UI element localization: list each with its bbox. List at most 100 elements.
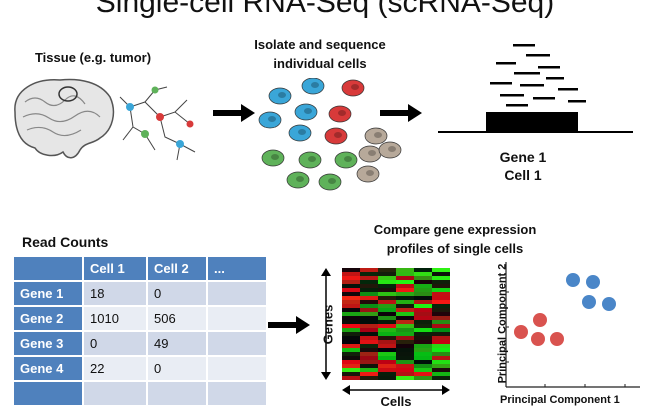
heatmap-cell: [414, 316, 433, 321]
pca-point: [586, 275, 600, 289]
table-header-cell: [14, 257, 82, 280]
heatmap-cell: [432, 308, 450, 313]
heatmap-cell: [342, 324, 361, 329]
table-cell: 1010: [84, 307, 146, 330]
heatmap-cell: [360, 304, 379, 309]
isolate-label-line1: Isolate and sequence: [254, 37, 386, 52]
heatmap-cell: [414, 280, 433, 285]
heatmap-cell: [342, 368, 361, 373]
heatmap-cell: [378, 324, 397, 329]
heatmap-cell: [432, 312, 450, 317]
heatmap-cell: [432, 292, 450, 297]
heatmap-cell: [396, 344, 415, 349]
heatmap-cell: [432, 344, 450, 349]
heatmap-cell: [396, 288, 415, 293]
cell-icon: [358, 145, 382, 163]
heatmap-cell: [378, 336, 397, 341]
heatmap-cell: [342, 336, 361, 341]
heatmap-cell: [414, 284, 433, 289]
heatmap-cell: [342, 316, 361, 321]
heatmap-cell: [432, 280, 450, 285]
heatmap-cell: [360, 328, 379, 333]
heatmap-cell: [396, 320, 415, 325]
heatmap-cell: [360, 344, 379, 349]
sequencing-read-icon: [513, 44, 535, 47]
heatmap-cell: [432, 372, 450, 377]
heatmap-cell: [432, 272, 450, 277]
pca-point: [531, 332, 545, 346]
heatmap-cell: [360, 308, 379, 313]
heatmap-cell: [342, 340, 361, 345]
isolate-label-line2: individual cells: [273, 56, 367, 71]
heatmap-cell: [360, 272, 379, 277]
tissue-sample-circle-icon: [58, 86, 78, 102]
heatmap-cell: [342, 376, 361, 380]
heatmap-cell: [342, 292, 361, 297]
heatmap-cell: [360, 316, 379, 321]
table-cell: [208, 332, 266, 355]
cell-icon: [294, 103, 318, 121]
heatmap-cell: [432, 316, 450, 321]
heatmap-cell: [396, 372, 415, 377]
heatmap-cell: [378, 360, 397, 365]
heatmap-cell: [432, 336, 450, 341]
heatmap-cell: [342, 296, 361, 301]
table-cell: 0: [84, 332, 146, 355]
heatmap-cell: [396, 308, 415, 313]
sequencing-read-icon: [568, 100, 586, 103]
heatmap-cell: [396, 364, 415, 369]
cells-axis-label: Cells: [380, 394, 412, 409]
heatmap-cell: [378, 304, 397, 309]
compare-label-line1: Compare gene expression: [373, 222, 537, 237]
row-gene-name: [14, 382, 82, 405]
heatmap-cell: [360, 292, 379, 297]
heatmap-cell: [378, 340, 397, 345]
heatmap-cell: [396, 340, 415, 345]
heatmap-cell: [378, 280, 397, 285]
heatmap-cell: [432, 268, 450, 273]
tissue-label: Tissue (e.g. tumor): [34, 50, 152, 65]
heatmap-cell: [378, 292, 397, 297]
heatmap-cell: [360, 336, 379, 341]
page-title: Single-cell RNA-Seq (scRNA-Seq): [95, 0, 555, 19]
table-header-cell: Cell 2: [148, 257, 206, 280]
cell-icon: [286, 171, 310, 189]
heatmap-cell: [414, 288, 433, 293]
heatmap-cell: [414, 304, 433, 309]
table-row: Gene 2 1010 506: [14, 307, 266, 330]
heatmap-cell: [414, 300, 433, 305]
pca-y-axis-label: Principal Component 2: [496, 263, 509, 384]
right-arrow-icon: [380, 104, 422, 122]
heatmap-cell: [378, 332, 397, 337]
cell-icon: [268, 87, 292, 105]
sequencing-read-icon: [496, 62, 516, 65]
heatmap-cell: [378, 356, 397, 361]
read-counts-table: Cell 1 Cell 2 ... Gene 1 18 0 Gene 2 101…: [12, 255, 268, 407]
heatmap-cell: [378, 296, 397, 301]
gene-label: Gene 1: [499, 149, 547, 165]
heatmap-cell: [396, 336, 415, 341]
heatmap-cell: [414, 292, 433, 297]
heatmap-cell: [342, 328, 361, 333]
heatmap-cell: [414, 352, 433, 357]
table-cell: [208, 307, 266, 330]
table-cell: 0: [148, 282, 206, 305]
heatmap-cell: [342, 332, 361, 337]
heatmap-cell: [432, 332, 450, 337]
heatmap-cell: [378, 308, 397, 313]
heatmap-cell: [360, 364, 379, 369]
heatmap-cell: [396, 332, 415, 337]
pca-point: [566, 273, 580, 287]
heatmap-cell: [432, 276, 450, 281]
table-cell: [148, 382, 206, 405]
table-cell: [208, 382, 266, 405]
cell-icon: [324, 127, 348, 145]
heatmap-cell: [396, 352, 415, 357]
heatmap-cell: [432, 368, 450, 373]
heatmap-cell: [378, 312, 397, 317]
heatmap-cell: [360, 288, 379, 293]
heatmap-cell: [414, 332, 433, 337]
heatmap-cell: [342, 312, 361, 317]
heatmap-cell: [360, 300, 379, 305]
heatmap-cell: [360, 296, 379, 301]
